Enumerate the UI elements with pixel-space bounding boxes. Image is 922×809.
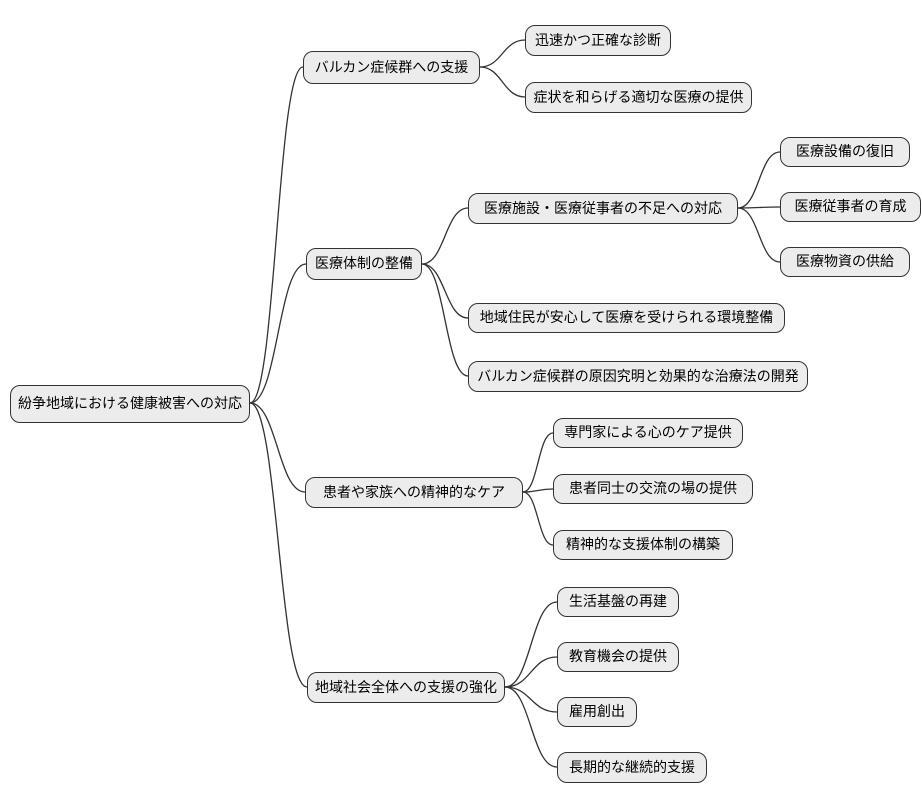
edge-branch3-child2 (522, 488, 554, 493)
edge-shortage-grandchild1 (737, 151, 781, 209)
node-appropriate-symptom-relief-care: 症状を和らげる適切な医療の提供 (525, 82, 752, 113)
edge-shortage-grandchild2 (737, 206, 781, 209)
node-expert-mental-care: 専門家による心のケア提供 (553, 418, 743, 448)
edge-branch2-child1 (421, 207, 469, 265)
edge-branch3-child1 (522, 432, 554, 493)
node-medical-staff-training: 医療従事者の育成 (780, 192, 921, 222)
edge-branch3-child3 (522, 491, 554, 546)
node-balkan-syndrome-support: バルカン症候群への支援 (303, 51, 480, 84)
node-job-creation: 雇用創出 (557, 697, 637, 727)
node-mental-support-system: 精神的な支援体制の構築 (553, 530, 733, 560)
node-safe-care-environment: 地域住民が安心して医療を受けられる環境整備 (468, 303, 785, 333)
node-long-term-continuous-support: 長期的な継続的支援 (557, 752, 707, 783)
edge-branch4-child2 (504, 656, 558, 688)
edge-root-branch1 (249, 66, 304, 404)
edge-branch2-child2 (421, 263, 469, 319)
node-medical-equipment-restoration: 医療設備の復旧 (780, 137, 910, 167)
edge-branch4-child4 (504, 686, 558, 768)
node-cause-research-treatment-development: バルカン症候群の原因究明と効果的な治療法の開発 (468, 361, 808, 392)
edge-branch4-child1 (504, 601, 558, 688)
node-mental-care-patients-families: 患者や家族への精神的なケア (305, 477, 523, 508)
node-education-opportunities: 教育機会の提供 (557, 642, 679, 672)
node-community-support-strengthening: 地域社会全体への支援の強化 (307, 672, 505, 703)
node-rapid-accurate-diagnosis: 迅速かつ正確な診断 (525, 25, 671, 56)
edge-shortage-grandchild3 (737, 207, 781, 263)
node-medical-system-development: 医療体制の整備 (306, 248, 422, 280)
edge-branch1-child2 (479, 66, 526, 98)
edge-branch4-child3 (504, 686, 558, 713)
edge-branch1-child1 (479, 39, 526, 68)
node-medical-supplies-provision: 医療物資の供給 (780, 247, 910, 277)
edge-root-branch4 (249, 402, 308, 688)
node-patient-exchange-place: 患者同士の交流の場の提供 (553, 474, 753, 504)
edge-branch2-child3 (421, 263, 469, 377)
edge-root-branch3 (249, 402, 306, 493)
node-facility-staff-shortage-response: 医療施設・医療従事者の不足への対応 (468, 193, 738, 224)
node-livelihood-rebuilding: 生活基盤の再建 (557, 587, 679, 617)
node-root-conflict-zone-health-response: 紛争地域における健康被害への対応 (10, 385, 250, 423)
edge-root-branch2 (249, 263, 307, 404)
